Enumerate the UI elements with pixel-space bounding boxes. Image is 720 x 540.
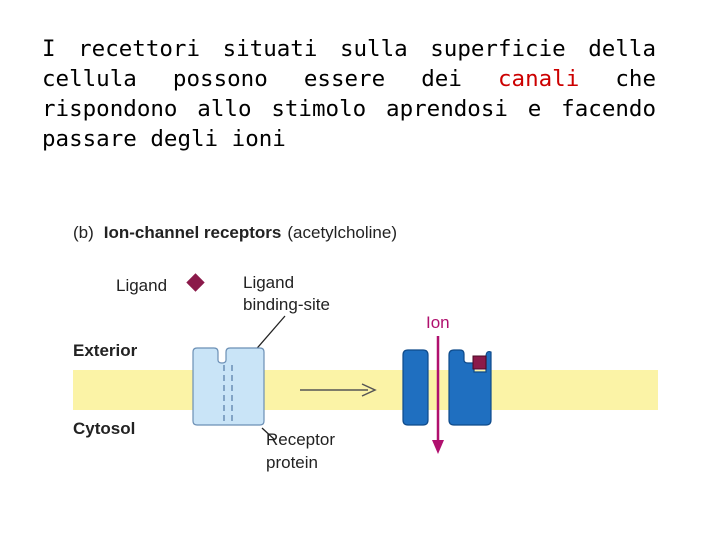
panel-letter: (b) [73,223,94,242]
receptor-leader-line [261,427,276,441]
figure-title-suffix: (acetylcholine) [287,223,397,242]
binding-site-label-line2: binding-site [243,295,330,314]
transition-arrow-icon [361,383,377,397]
exterior-label: Exterior [73,341,138,360]
ion-label: Ion [426,313,450,332]
paragraph-text-after: che rispondono allo stimolo aprendosi e … [42,66,657,152]
open-channel-left-subunit [402,349,429,426]
open-channel-right-subunit [448,349,492,426]
paragraph-text-before: I recettori situati sulla superficie del… [42,36,656,92]
binding-site-label-line1: Ligand [243,273,294,292]
receptor-label-line2: protein [266,453,318,472]
figure-title-main: Ion-channel receptors [104,223,282,242]
ligand-diamond-icon [186,273,205,292]
bound-ligand-square-icon [472,355,487,370]
cytosol-label: Cytosol [73,419,135,438]
figure-title: (b) Ion-channel receptors (acetylcholine) [73,223,397,242]
closed-channel-protein [192,347,265,426]
ion-arrow-icon [432,440,444,454]
paragraph-highlight-canali: canali [497,66,580,92]
ligand-label: Ligand [116,276,167,295]
slide-paragraph: I recettori situati sulla superficie del… [42,34,656,154]
receptor-label-line1: Receptor [266,430,335,449]
